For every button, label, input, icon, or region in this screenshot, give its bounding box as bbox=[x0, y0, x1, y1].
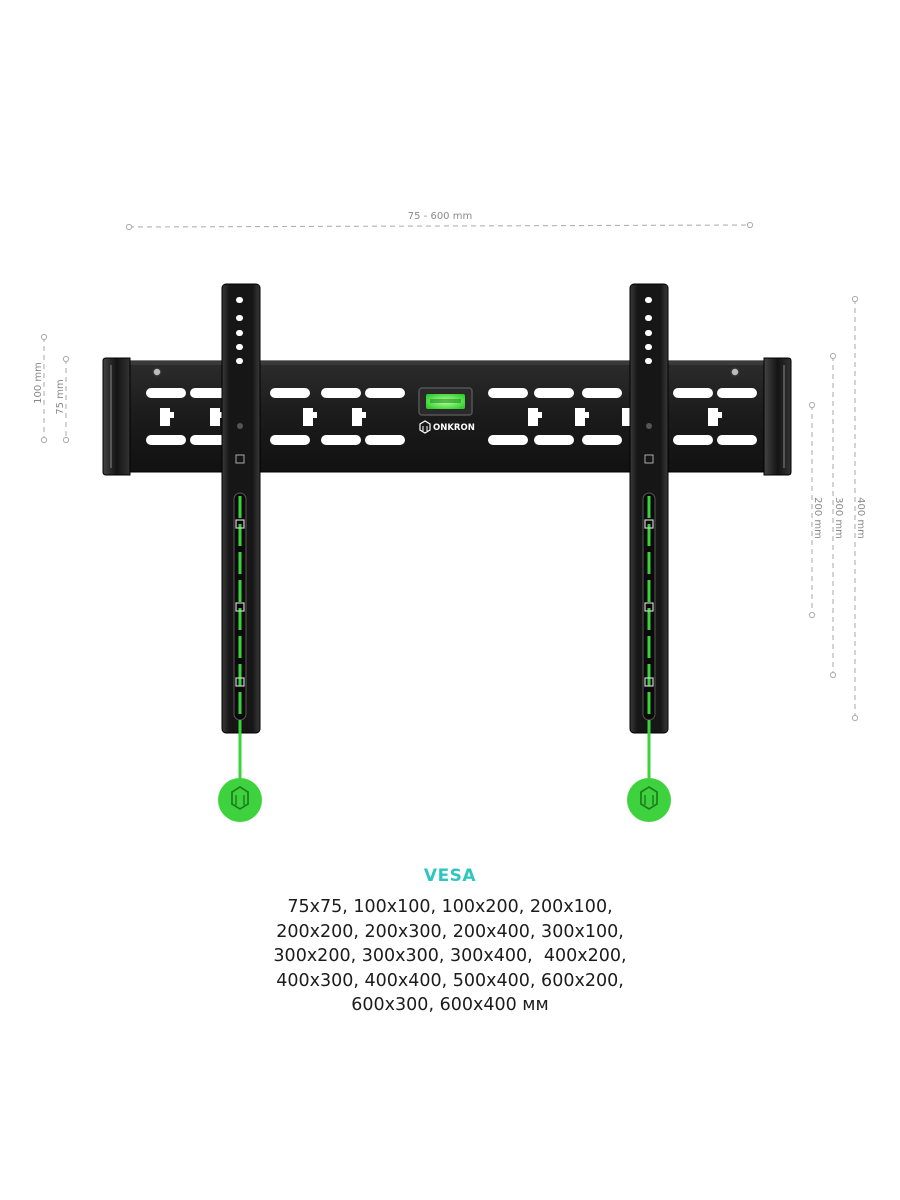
safety-tag-icon[interactable] bbox=[218, 733, 262, 822]
dimension-300-label: 300 mm bbox=[833, 497, 844, 539]
vesa-line: 400x300, 400x400, 500x400, 600x200, bbox=[276, 970, 624, 991]
vesa-line: 600x300, 600x400 мм bbox=[351, 995, 549, 1015]
screw-icon bbox=[730, 367, 740, 377]
screw-icon bbox=[152, 367, 162, 377]
dimension-width-label: 75 - 600 mm bbox=[408, 211, 472, 222]
vesa-line: 300x200, 300x300, 300x400, 400x200, bbox=[273, 946, 627, 966]
right-end-cap bbox=[763, 357, 792, 476]
dimension-left bbox=[40, 333, 70, 444]
bubble-level-icon bbox=[418, 387, 473, 416]
vesa-line: 200x200, 200x300, 200x400, 300x100, bbox=[276, 921, 624, 942]
wall-plate bbox=[126, 360, 768, 473]
vesa-title: VESA bbox=[423, 866, 477, 886]
dimension-width bbox=[125, 221, 754, 231]
dimension-400-label: 400 mm bbox=[855, 497, 866, 539]
dimension-200-label: 200 mm bbox=[812, 497, 823, 539]
vesa-line: 75x75, 100x100, 100x200, 200x100, bbox=[287, 897, 613, 917]
left-end-cap bbox=[102, 357, 131, 476]
brand-logo-text: ONKRON bbox=[433, 423, 475, 433]
vesa-list: 75x75, 100x100, 100x200, 200x100, 200x20… bbox=[0, 895, 900, 1018]
left-vertical-arm bbox=[221, 283, 261, 780]
safety-tag-icon[interactable] bbox=[627, 733, 671, 822]
dimension-right bbox=[808, 295, 859, 722]
dimension-100-label: 100 mm bbox=[33, 362, 44, 404]
onkron-logo-icon bbox=[419, 420, 431, 434]
right-vertical-arm bbox=[629, 283, 669, 780]
dimension-75-label: 75 mm bbox=[55, 379, 66, 414]
